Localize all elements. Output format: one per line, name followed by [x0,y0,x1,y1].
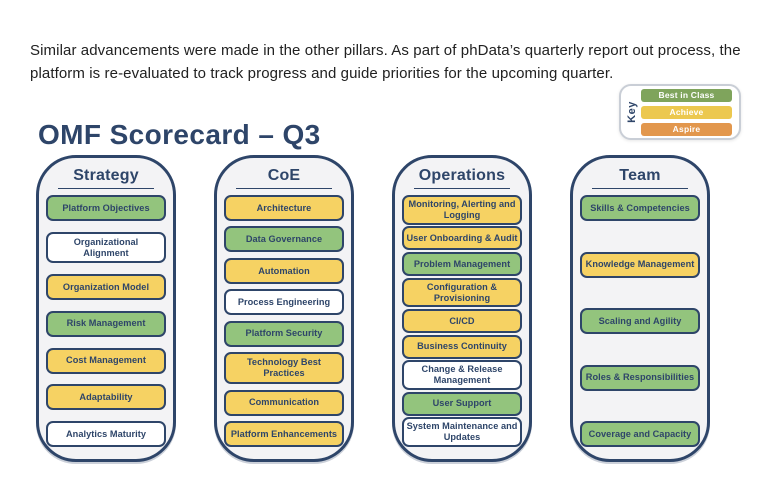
pillar-items: Architecture Data Governance Automation … [224,195,344,447]
pillar-title: Strategy [73,167,139,184]
divider [414,188,510,189]
legend-items: Best in Class Achieve Aspire [641,88,732,136]
pillar-title: Operations [418,167,506,184]
divider [58,188,154,189]
scorecard-item: Automation [224,257,344,284]
legend-item-aspire: Aspire [641,122,732,136]
scorecard-item: Organizational Alignment [46,231,166,264]
scorecard-item: Skills & Competencies [580,195,700,221]
divider [236,188,332,189]
scorecard-pillars: Strategy Platform Objectives Organizatio… [36,155,710,462]
legend: Key Best in Class Achieve Aspire [619,84,741,140]
scorecard-item: Platform Security [224,320,344,347]
scorecard-item: User Onboarding & Audit [402,226,522,251]
divider [592,188,688,189]
scorecard-item: Analytics Maturity [46,420,166,447]
scorecard-item: Risk Management [46,310,166,337]
scorecard-item: Process Engineering [224,289,344,316]
scorecard-item: Problem Management [402,252,522,276]
pillar-operations: Operations Monitoring, Alerting and Logg… [392,155,532,462]
scorecard-item: Business Continuity [402,334,522,359]
scorecard-item: Data Governance [224,226,344,253]
scorecard-item: Configuration & Provisioning [402,277,522,308]
pillar-strategy: Strategy Platform Objectives Organizatio… [36,155,176,462]
scorecard-item: Adaptability [46,384,166,411]
intro-paragraph: Similar advancements were made in the ot… [30,42,741,82]
scorecard-item: Architecture [224,195,344,221]
scorecard-item: Knowledge Management [580,251,700,278]
pillar-team: Team Skills & Competencies Knowledge Man… [570,155,710,462]
page-title: OMF Scorecard – Q3 [38,118,321,150]
scorecard-item: Platform Enhancements [224,421,344,447]
legend-label: Key [626,101,638,123]
scorecard-item: Cost Management [46,347,166,374]
scorecard-item: Technology Best Practices [224,352,344,385]
pillar-title: CoE [267,167,301,184]
scorecard-item: Monitoring, Alerting and Logging [402,195,522,225]
scorecard-item: Scaling and Agility [580,308,700,334]
scorecard-item: Communication [224,389,344,416]
pillar-coe: CoE Architecture Data Governance Automat… [214,155,354,462]
pillar-title: Team [619,167,661,184]
scorecard-item: Organization Model [46,274,166,301]
scorecard-item: CI/CD [402,309,522,333]
scorecard-item: Roles & Responsibilities [580,364,700,391]
scorecard-item: Coverage and Capacity [580,421,700,447]
pillar-items: Platform Objectives Organizational Align… [46,195,166,447]
scorecard-item: Platform Objectives [46,195,166,221]
legend-item-achieve: Achieve [641,105,732,119]
pillar-items: Monitoring, Alerting and Logging User On… [402,195,522,447]
pillar-items: Skills & Competencies Knowledge Manageme… [580,195,700,447]
scorecard-item: System Maintenance and Updates [402,417,522,447]
scorecard-item: User Support [402,391,522,416]
legend-item-best-in-class: Best in Class [641,88,732,102]
scorecard-item: Change & Release Management [402,360,522,390]
